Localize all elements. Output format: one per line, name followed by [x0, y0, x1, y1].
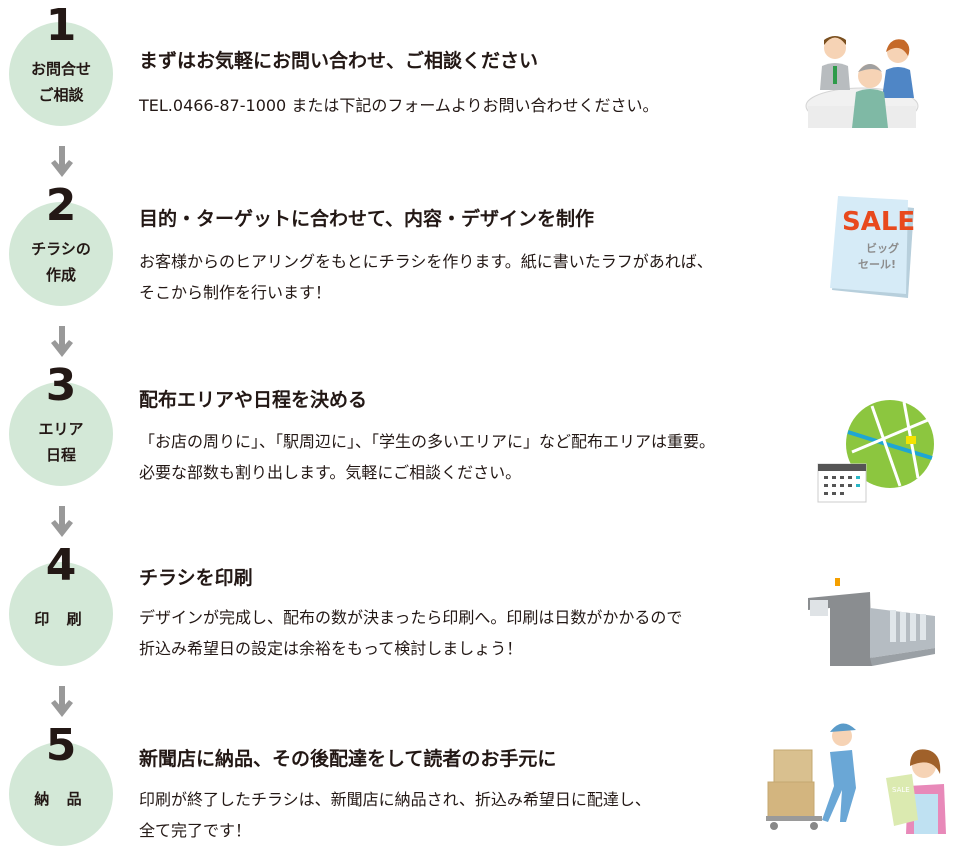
step-circle: [9, 382, 113, 486]
step-1: 1 お問合せ ご相談 まずはお気軽にお問い合わせ、ご相談ください TEL.046…: [0, 0, 970, 180]
step-title: まずはお気軽にお問い合わせ、ご相談ください: [139, 50, 539, 72]
printing-press-illustration: [808, 578, 935, 666]
sale-flyer-illustration: SALE ビッグ セール!: [830, 196, 915, 298]
step-circle: [9, 22, 113, 126]
step-number: 5: [45, 720, 77, 771]
step-description: 印刷が終了したチラシは、新聞店に納品され、折込み希望日に配達し、 全て完了です！: [139, 790, 651, 840]
step-circle: [9, 562, 113, 666]
step-title: チラシを印刷: [139, 567, 253, 589]
step-3: 3 エリア 日程 配布エリアや日程を決める 「お店の周りに」、「駅周辺に」、「学…: [0, 360, 970, 540]
step-label: チラシの 作成: [31, 240, 91, 284]
consultation-meeting-illustration: [805, 36, 919, 128]
step-number: 4: [45, 540, 77, 591]
step-circle: [9, 742, 113, 846]
step-description: デザインが完成し、配布の数が決まったら印刷へ。印刷は日数がかかるので 折込み希望…: [139, 608, 683, 658]
step-title: 配布エリアや日程を決める: [139, 389, 368, 411]
step-number: 1: [45, 0, 77, 51]
step-4: 4 印 刷 チラシを印刷 デザインが完成し、配布の数が決まったら印刷へ。印刷は日…: [0, 540, 970, 720]
step-label: エリア 日程: [38, 420, 84, 464]
step-label: お問合せ ご相談: [30, 60, 91, 104]
svg-text:ビッグ: ビッグ: [866, 241, 899, 255]
map-calendar-illustration: [817, 400, 934, 503]
step-description: お客様からのヒアリングをもとにチラシを作ります。紙に書いたラフがあれば、 そこか…: [139, 252, 713, 302]
step-number: 3: [45, 360, 77, 411]
svg-text:セール!: セール!: [858, 258, 896, 271]
step-title: 目的・ターゲットに合わせて、内容・デザインを制作: [139, 208, 595, 230]
arrow-down-icon: [51, 686, 73, 717]
step-title: 新聞店に納品、その後配達をして読者のお手元に: [139, 748, 557, 770]
step-label: 納 品: [34, 790, 88, 808]
step-description: 「お店の周りに」、「駅周辺に」、「学生の多いエリアに」など配布エリアは重要。 必…: [139, 432, 716, 482]
arrow-down-icon: [51, 326, 73, 357]
svg-text:SALE: SALE: [842, 207, 915, 237]
step-number: 2: [45, 180, 77, 231]
step-label: 印 刷: [34, 610, 88, 628]
step-5: 5 納 品 新聞店に納品、その後配達をして読者のお手元に 印刷が終了したチラシは…: [0, 720, 970, 864]
step-circle: [9, 202, 113, 306]
step-description: TEL.0466-87-1000 または下記のフォームよりお問い合わせください。: [139, 96, 659, 115]
delivery-reader-illustration: SALE: [766, 723, 946, 834]
arrow-down-icon: [51, 506, 73, 537]
arrow-down-icon: [51, 146, 73, 177]
step-2: 2 チラシの 作成 目的・ターゲットに合わせて、内容・デザインを制作 お客様から…: [0, 180, 970, 360]
svg-text:SALE: SALE: [892, 786, 910, 794]
